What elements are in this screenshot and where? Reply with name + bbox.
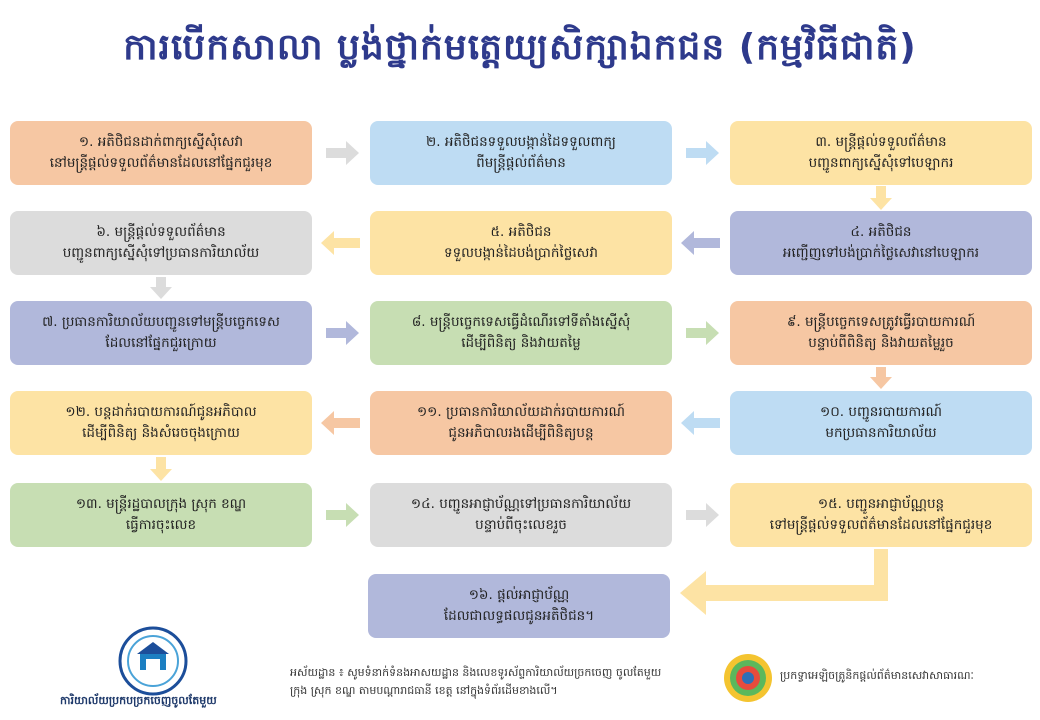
arrow-right-1-2: [326, 141, 359, 165]
step-7-box: ៧. ប្រធានការិយាល័យបញ្ជូនទៅមន្ត្រីបច្ចេកទ…: [10, 301, 312, 365]
step-11-box: ១១. ប្រធានការិយាល័យដាក់របាយការណ៍ ជូនអភិប…: [370, 391, 672, 455]
right-caption: ប្រកទ្វាអេឡិចត្រូនិកផ្តល់ព័ត៌មានសេវាសាធា…: [780, 669, 974, 682]
step-11-line1: ១១. ប្រធានការិយាល័យដាក់របាយការណ៍: [416, 404, 626, 420]
step-2-line2: ពីមន្ត្រីផ្តល់ព័ត៌មាន: [476, 155, 566, 171]
step-9-box: ៩. មន្ត្រីបច្ចេកទេសត្រូវធ្វើរបាយការណ៍ បន…: [730, 301, 1032, 365]
arrow-left-10-11: [681, 411, 720, 435]
arrow-down-6-7: [150, 277, 172, 299]
step-4-line2: អញ្ជើញទៅបង់ប្រាក់ថ្លៃសេវានៅបេឡាករ: [782, 245, 980, 261]
step-15-line1: ១៥. បញ្ជូនអាជ្ញាប័ណ្ណបន្ត: [817, 496, 945, 512]
step-12-line2: ដើម្បីពិនិត្យ និងសំរេចចុងក្រោយ: [82, 425, 240, 441]
step-6-line2: បញ្ជូនពាក្យស្នើសុំទៅប្រធានការិយាល័យ: [62, 245, 260, 261]
step-5-box: ៥. អតិថិជន ទទួលបង្កាន់ដៃបង់ប្រាក់ថ្លៃសេវ…: [370, 211, 672, 275]
step-1-line2: នៅមន្ត្រីផ្តល់ទទួលព័ត៌មានដែលនៅផ្នែកជួរមុ…: [49, 155, 273, 171]
step-16-line1: ១៦. ផ្តល់អាជ្ញាប័ណ្ណ: [468, 587, 570, 603]
arrow-down-9-10: [870, 367, 892, 389]
step-9-line2: បន្ទាប់ពីពិនិត្យ និងវាយតម្លៃរួច: [808, 335, 954, 351]
page-title: ការបើកសាលា ប្លង់ថ្នាក់មត្តេយ្យសិក្សាឯកជន…: [123, 27, 917, 68]
step-11-line2: ជូនអភិបាលរងដើម្បីពិនិត្យបន្ត: [448, 425, 594, 441]
step-3-line1: ៣. មន្ត្រីផ្តល់ទទួលព័ត៌មាន: [815, 134, 947, 150]
step-4-line1: ៤. អតិថិជន: [850, 224, 912, 240]
arrow-left-4-5: [681, 231, 720, 255]
step-13-line2: ធ្វើការចុះលេខ: [125, 517, 197, 533]
arrow-down-3-4: [870, 186, 892, 210]
step-15-line2: ទៅមន្ត្រីផ្តល់ទទួលព័ត៌មានដែលនៅផ្នែកជួរមុ…: [769, 517, 993, 533]
step-16-line2: ដែលជាលទ្ធផលជូនអតិថិជន។: [443, 608, 595, 624]
public-service-portal-logo-icon: [724, 654, 772, 702]
arrow-right-13-14: [326, 503, 359, 527]
step-2-line1: ២. អតិថិជនទទួលបង្កាន់ដៃទទួលពាក្យ: [426, 134, 616, 150]
left-logo-label: ការិយាល័យប្រកបច្រកចេញចូលតែមួយ: [60, 694, 217, 707]
step-10-box: ១០. បញ្ជូនរបាយការណ៍ មកប្រធានការិយាល័យ: [730, 391, 1032, 455]
arrow-right-14-15: [686, 503, 719, 527]
step-2-box: ២. អតិថិជនទទួលបង្កាន់ដៃទទួលពាក្យ ពីមន្ត្…: [370, 121, 672, 185]
step-14-line1: ១៤. បញ្ជូនអាជ្ញាប័ណ្ណទៅប្រធានការិយាល័យ: [410, 496, 632, 512]
arrow-left-5-6: [321, 231, 360, 255]
step-8-box: ៨. មន្ត្រីបច្ចេកទេសធ្វើដំណើរទៅទីតាំងស្នើ…: [370, 301, 672, 365]
footer-note: អស័យដ្ឋាន ៖ សូមទំនាក់ទំនងអាសយដ្ឋាន និងលេ…: [290, 664, 661, 700]
footer-note-line2: ក្រុង ស្រុក ខណ្ឌ តាមបណ្តារាជធានី ខេត្ត ន…: [290, 684, 558, 697]
step-16-box: ១៦. ផ្តល់អាជ្ញាប័ណ្ណ ដែលជាលទ្ធផលជូនអតិថិ…: [368, 574, 670, 638]
step-8-line1: ៨. មន្ត្រីបច្ចេកទេសធ្វើដំណើរទៅទីតាំងស្នើ…: [411, 314, 631, 330]
arrow-right-8-9: [686, 321, 719, 345]
step-12-line1: ១២. បន្តដាក់របាយការណ៍ជូនអភិបាល: [65, 404, 257, 420]
step-13-box: ១៣. មន្ត្រីរដ្ឋបាលក្រុង ស្រុក ខណ្ឌ ធ្វើក…: [10, 483, 312, 547]
arrow-right-2-3: [686, 141, 719, 165]
step-14-line2: បន្ទាប់ពីចុះលេខរួច: [475, 517, 567, 533]
arrow-right-7-8: [326, 321, 359, 345]
footer-note-line1: អស័យដ្ឋាន ៖ សូមទំនាក់ទំនងអាសយដ្ឋាន និងលេ…: [290, 666, 662, 679]
step-4-box: ៤. អតិថិជន អញ្ជើញទៅបង់ប្រាក់ថ្លៃសេវានៅបេ…: [730, 211, 1032, 275]
step-5-line2: ទទួលបង្កាន់ដៃបង់ប្រាក់ថ្លៃសេវា: [444, 245, 598, 261]
step-1-box: ១. អតិថិជនដាក់ពាក្យស្នើសុំសេវា នៅមន្ត្រី…: [10, 121, 312, 185]
arrow-left-11-12: [321, 411, 360, 435]
step-12-box: ១២. បន្តដាក់របាយការណ៍ជូនអភិបាល ដើម្បីពិន…: [10, 391, 312, 455]
step-7-line1: ៧. ប្រធានការិយាល័យបញ្ជូនទៅមន្ត្រីបច្ចេកទ…: [42, 314, 280, 330]
step-15-box: ១៥. បញ្ជូនអាជ្ញាប័ណ្ណបន្ត ទៅមន្ត្រីផ្តល់…: [730, 483, 1032, 547]
step-9-line1: ៩. មន្ត្រីបច្ចេកទេសត្រូវធ្វើរបាយការណ៍: [786, 314, 976, 330]
step-8-line2: ដើម្បីពិនិត្យ និងវាយតម្លៃ: [461, 335, 581, 351]
step-3-line2: បញ្ជូនពាក្យស្នើសុំទៅបេឡាករ: [808, 155, 954, 171]
one-window-service-logo-icon: [118, 626, 188, 696]
step-10-line2: មកប្រធានការិយាល័យ: [825, 425, 937, 441]
step-3-box: ៣. មន្ត្រីផ្តល់ទទួលព័ត៌មាន បញ្ជូនពាក្យស្…: [730, 121, 1032, 185]
step-10-line1: ១០. បញ្ជូនរបាយការណ៍: [820, 404, 942, 420]
step-1-line1: ១. អតិថិជនដាក់ពាក្យស្នើសុំសេវា: [78, 134, 244, 150]
arrow-down-12-13: [150, 457, 172, 481]
arrow-bent-15-16: [680, 549, 888, 615]
step-13-line1: ១៣. មន្ត្រីរដ្ឋបាលក្រុង ស្រុក ខណ្ឌ: [75, 496, 247, 512]
step-6-line1: ៦. មន្ត្រីផ្តល់ទទួលព័ត៌មាន: [96, 224, 226, 240]
step-6-box: ៦. មន្ត្រីផ្តល់ទទួលព័ត៌មាន បញ្ជូនពាក្យស្…: [10, 211, 312, 275]
step-7-line2: ដែលនៅផ្នែកជួរក្រោយ: [105, 335, 217, 351]
step-14-box: ១៤. បញ្ជូនអាជ្ញាប័ណ្ណទៅប្រធានការិយាល័យ ប…: [370, 483, 672, 547]
step-5-line1: ៥. អតិថិជន: [490, 224, 552, 240]
